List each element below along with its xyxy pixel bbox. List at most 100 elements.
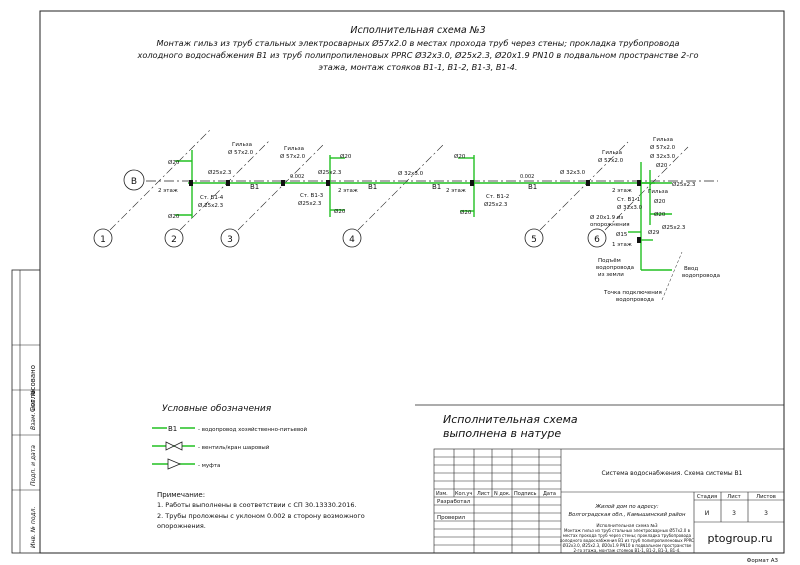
left-strip <box>11 269 41 554</box>
r4-d25: Ø25x2.3 <box>208 169 232 176</box>
r-d25-a: Ø25x2.3 <box>672 181 696 188</box>
tb-sheets: 3 <box>764 510 768 517</box>
axis-b-bubble <box>123 169 145 191</box>
r-d25-b: Ø25x2.3 <box>662 224 686 231</box>
tb-col-date: Дата <box>543 491 556 497</box>
tb-col-list: Лист <box>477 491 490 497</box>
tb-stage-h: Стадия <box>697 494 717 500</box>
tb-small-4: холодного водоснабжения В1 из труб полип… <box>560 538 694 543</box>
pipe-b1 <box>175 150 672 271</box>
tb-sheet: 3 <box>732 510 736 517</box>
tb-site: ptogroup.ru <box>708 532 773 545</box>
pipe-code-3: В1 <box>432 183 441 191</box>
r-d20-tie-2: опорожнения <box>590 222 630 228</box>
r-floor1: 1 этаж <box>612 242 632 248</box>
scheme-desc-2: холодного водоснабжения В1 из труб полип… <box>136 50 698 60</box>
r-d32-b: Ø 32x3.0 <box>617 204 643 211</box>
axis-num-1: 1 <box>100 235 106 245</box>
scheme-desc-3: этажа, монтаж стояков В1-1, В1-2, В1-3, … <box>319 62 518 72</box>
tb-col-izm: Изм. <box>436 491 448 497</box>
pipe-code-2: В1 <box>368 183 377 191</box>
notes-title: Примечание: <box>157 491 205 499</box>
axis-num-4: 4 <box>349 235 355 245</box>
pipe-code-4: В1 <box>528 183 537 191</box>
r4-d20-bot: Ø20 <box>168 213 180 220</box>
tb-stage: И <box>705 510 710 517</box>
r-rise-3: из земли <box>598 272 624 278</box>
tb-sheet-h: Лист <box>727 494 740 500</box>
tb-sheets-h: Листов <box>756 494 776 500</box>
r3-sleeve-size: Ø 57x2.0 <box>280 153 306 160</box>
left-sign-date: Подп. и дата <box>30 445 37 486</box>
tb-small-2: Монтаж гильз из труб стальных электросва… <box>564 528 691 533</box>
r-floor2: 2 этаж <box>612 188 632 194</box>
stamp-line-1: Исполнительная схема <box>443 413 578 426</box>
r4-sleeve: Гильза <box>232 142 252 148</box>
r-sleeve-3: Гильза <box>648 189 668 195</box>
r-d20-tie: Ø 20x1.9 из <box>590 214 623 221</box>
r3-riser: Ст. В1-3 <box>300 193 324 199</box>
r3-d25-top: Ø25x2.3 <box>318 169 342 176</box>
pipe-fittings <box>189 180 641 243</box>
axis-num-2: 2 <box>171 235 177 245</box>
tb-small-1: Исполнительная схема №3 <box>596 523 657 529</box>
pipe-code-1: В1 <box>250 183 259 191</box>
r-d20-b: Ø20 <box>654 198 666 205</box>
r2-riser: Ст. В1-2 <box>486 194 509 200</box>
legend-item-1: - водопровод хозяйственно-питьевой <box>198 426 308 433</box>
left-inv-orig: Инв. № подл. <box>30 507 37 548</box>
r3-d20-bot: Ø20 <box>334 208 346 215</box>
r-entry-2: водопровода <box>682 273 720 279</box>
scheme-title: Исполнительная схема №3 <box>350 25 485 36</box>
axis-number-bubbles <box>93 228 607 248</box>
tb-col-kolu: Кол.уч <box>455 491 472 497</box>
notes-line-2: 2. Трубы проложены с уклоном 0.002 в сто… <box>157 512 365 520</box>
scheme-desc-1: Монтаж гильз из труб стальных электросва… <box>156 38 679 48</box>
legend-title: Условные обозначения <box>162 404 272 414</box>
r2-d20-top: Ø20 <box>454 153 466 160</box>
mid-d32: Ø 32x3.0 <box>398 170 424 177</box>
r3-slope: 0.002 <box>290 174 304 180</box>
r-riser1: Ст. В1-1 <box>617 197 640 203</box>
r-d32-v: Ø 32x3.0 <box>650 153 676 160</box>
left-agreed: Согласовано <box>29 365 37 412</box>
stamp-line-2: выполнена в натуре <box>443 427 561 440</box>
tb-developed: Разработал <box>437 499 471 505</box>
format-label: Формат А3 <box>747 558 779 564</box>
tb-small-5: Ø32x3.0, Ø25x2.3, Ø20x1.9 PN10 в подваль… <box>563 543 692 548</box>
r3-sleeve: Гильза <box>284 146 304 152</box>
tb-system-name: Система водоснабжения. Схема системы В1 <box>602 470 743 477</box>
tb-col-ndok: N док. <box>494 491 511 497</box>
title-block <box>433 448 785 554</box>
axis-b-label: В <box>131 177 137 187</box>
r-sleeve-size-2: Ø 57x2.0 <box>650 144 676 151</box>
r4-d25-b: Ø 25x2.3 <box>198 202 224 209</box>
r4-d20-top: Ø20 <box>168 159 180 166</box>
legend-item-2: - вентиль/кран шаровый <box>198 444 270 451</box>
r4-sleeve-size: Ø 57x2.0 <box>228 149 254 156</box>
r-d32: Ø 32x3.0 <box>560 169 586 176</box>
r-slope: 0.002 <box>520 174 534 180</box>
tb-small-3: местах прохода труб через стены; проклад… <box>563 533 692 538</box>
legend-symbols <box>152 423 195 470</box>
r-sleeve-2: Гильза <box>653 137 673 143</box>
r-entry-1: Ввод <box>684 266 698 272</box>
r-rise-1: Подъём <box>598 258 621 264</box>
r-d29: Ø29 <box>648 229 660 236</box>
left-replace: Взам. инв. № <box>30 389 37 430</box>
r-d20-a: Ø20 <box>656 162 668 169</box>
axis-num-6: 6 <box>594 235 600 245</box>
r3-d20-top: Ø20 <box>340 153 352 160</box>
r-rise-2: водопровода <box>596 265 634 271</box>
axis-diagonals <box>109 129 689 231</box>
r3-floor2: 2 этаж <box>338 188 358 194</box>
r2-d25: Ø25x2.3 <box>484 201 508 208</box>
tb-address-1: Жилой дом по адресу: <box>594 504 658 510</box>
r-sleeve-1: Гильза <box>602 150 622 156</box>
tb-small-6: 2-го этажа, монтаж стояков В1-1, В1-2, В… <box>573 548 680 553</box>
r-d20-c: Ø20 <box>654 211 666 218</box>
legend-code: В1 <box>168 425 177 433</box>
axis-num-5: 5 <box>531 235 537 245</box>
r2-floor2: 2 этаж <box>446 188 466 194</box>
